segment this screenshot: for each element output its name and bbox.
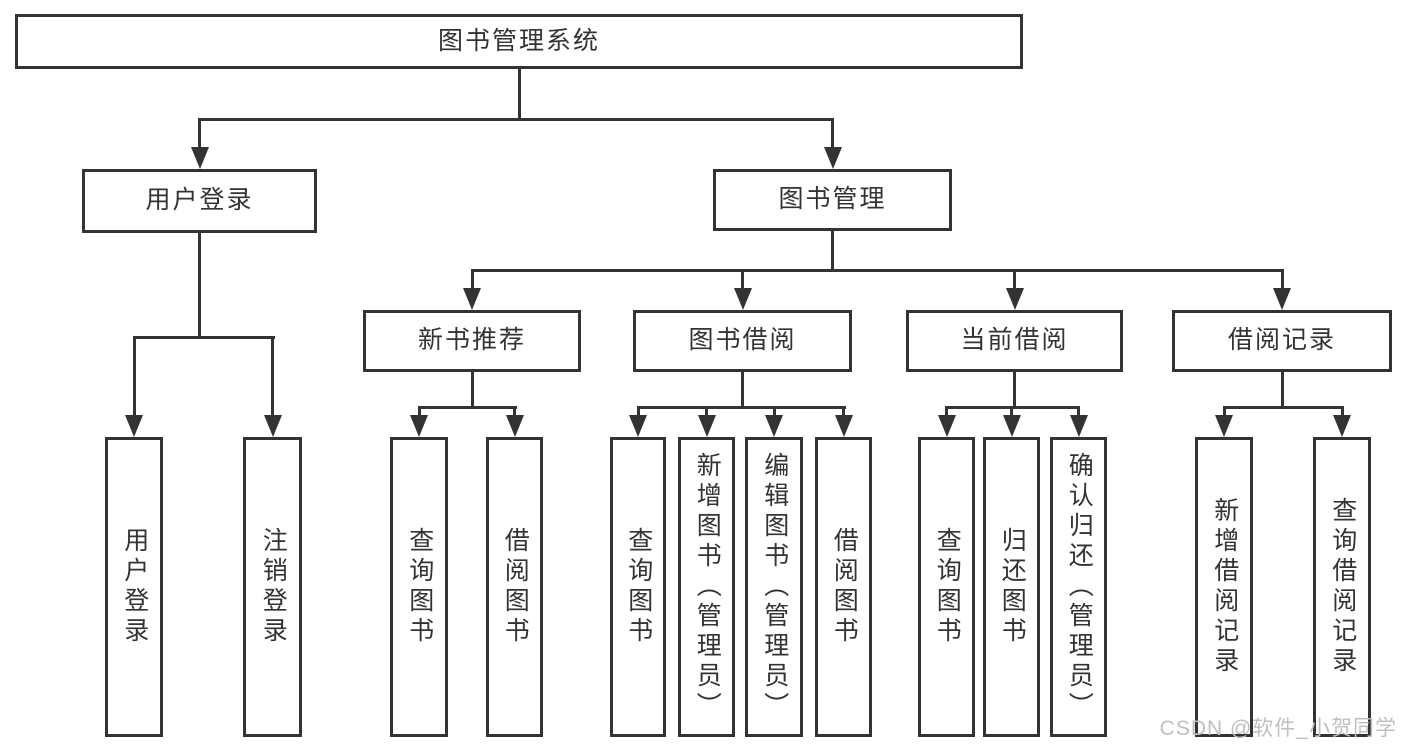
connector-line (471, 370, 474, 409)
arrow-down-icon (698, 415, 716, 437)
connector-line (1223, 406, 1344, 409)
arrow-down-icon (1070, 415, 1088, 437)
connector-line (1010, 406, 1013, 419)
arrow-down-icon (938, 415, 956, 437)
connector-line (471, 269, 1284, 272)
arrow-down-icon (1006, 288, 1024, 310)
node-label: 图书管理 (778, 185, 887, 214)
node-label: 查询图书 (405, 527, 434, 647)
node-label: 用户登录 (120, 527, 149, 647)
arrow-down-icon (1333, 415, 1351, 437)
connector-line (133, 336, 275, 339)
node-label: 新增图书（管理员） (693, 452, 722, 722)
arrow-down-icon (1003, 415, 1021, 437)
node-new-book-rec: 新书推荐 (363, 310, 581, 372)
arrow-down-icon (1215, 415, 1233, 437)
node-logout: 注销登录 (243, 437, 302, 737)
node-current-borrow: 当前借阅 (906, 310, 1123, 372)
connector-line (1013, 269, 1016, 292)
node-label: 查询图书 (624, 527, 653, 647)
connector-line (1281, 269, 1284, 292)
connector-line (418, 406, 421, 419)
node-login: 用户登录 (105, 437, 163, 737)
node-label: 注销登录 (259, 527, 288, 647)
node-label: 图书借阅 (688, 326, 797, 355)
connector-line (198, 231, 201, 339)
arrow-down-icon (824, 147, 842, 169)
connector-line (271, 336, 274, 419)
connector-line (773, 406, 776, 419)
connector-line (842, 406, 845, 419)
connector-line (198, 118, 834, 121)
arrow-down-icon (506, 415, 524, 437)
node-bb-add: 新增图书（管理员） (678, 437, 735, 737)
node-label: 当前借阅 (960, 326, 1069, 355)
connector-line (418, 406, 517, 409)
arrow-down-icon (264, 415, 282, 437)
node-label: 借阅图书 (501, 527, 530, 647)
arrow-down-icon (765, 415, 783, 437)
node-borrow-records: 借阅记录 (1172, 310, 1392, 372)
node-label: 查询借阅记录 (1328, 497, 1357, 677)
connector-line (513, 406, 516, 419)
node-bb-borrow: 借阅图书 (815, 437, 872, 737)
arrow-down-icon (734, 288, 752, 310)
arrow-down-icon (1273, 288, 1291, 310)
arrow-down-icon (835, 415, 853, 437)
connector-line (637, 406, 640, 419)
node-cb-return: 归还图书 (983, 437, 1040, 737)
node-label: 新增借阅记录 (1210, 497, 1239, 677)
connector-line (741, 370, 744, 409)
arrow-down-icon (191, 147, 209, 169)
node-label: 确认归还（管理员） (1065, 452, 1094, 722)
node-user-login: 用户登录 (82, 169, 317, 233)
connector-line (1223, 406, 1226, 419)
arrow-down-icon (629, 415, 647, 437)
connector-line (133, 336, 136, 419)
node-root: 图书管理系统 (15, 14, 1023, 69)
node-cb-query: 查询图书 (918, 437, 975, 737)
connector-line (705, 406, 708, 419)
node-label: 借阅记录 (1227, 326, 1336, 355)
connector-line (741, 269, 744, 292)
connector-line (1341, 406, 1344, 419)
node-label: 借阅图书 (830, 527, 859, 647)
connector-line (831, 118, 834, 151)
connector-line (945, 406, 948, 419)
node-label: 编辑图书（管理员） (760, 452, 789, 722)
node-label: 查询图书 (933, 527, 962, 647)
arrow-down-icon (125, 415, 143, 437)
arrow-down-icon (410, 415, 428, 437)
node-cb-confirm: 确认归还（管理员） (1050, 437, 1107, 737)
connector-line (831, 229, 834, 272)
node-br-query: 查询借阅记录 (1313, 437, 1371, 737)
connector-line (1281, 370, 1284, 409)
node-book-borrow: 图书借阅 (633, 310, 852, 372)
connector-line (198, 118, 201, 151)
node-rec-borrow: 借阅图书 (486, 437, 543, 737)
connector-line (1013, 370, 1016, 409)
node-br-add: 新增借阅记录 (1195, 437, 1253, 737)
node-label: 新书推荐 (417, 326, 526, 355)
node-label: 用户登录 (145, 186, 254, 215)
node-bb-query: 查询图书 (610, 437, 666, 737)
node-label: 归还图书 (998, 527, 1027, 647)
node-bb-edit: 编辑图书（管理员） (745, 437, 803, 737)
connector-line (1077, 406, 1080, 419)
node-rec-query: 查询图书 (390, 437, 448, 737)
csdn-watermark: CSDN @软件_小贺同学 (1159, 717, 1397, 740)
node-book-mgmt: 图书管理 (713, 169, 952, 231)
connector-line (471, 269, 474, 292)
node-label: 图书管理系统 (437, 26, 600, 55)
connector-line (637, 406, 846, 409)
arrow-down-icon (463, 288, 481, 310)
connector-line (518, 67, 521, 121)
